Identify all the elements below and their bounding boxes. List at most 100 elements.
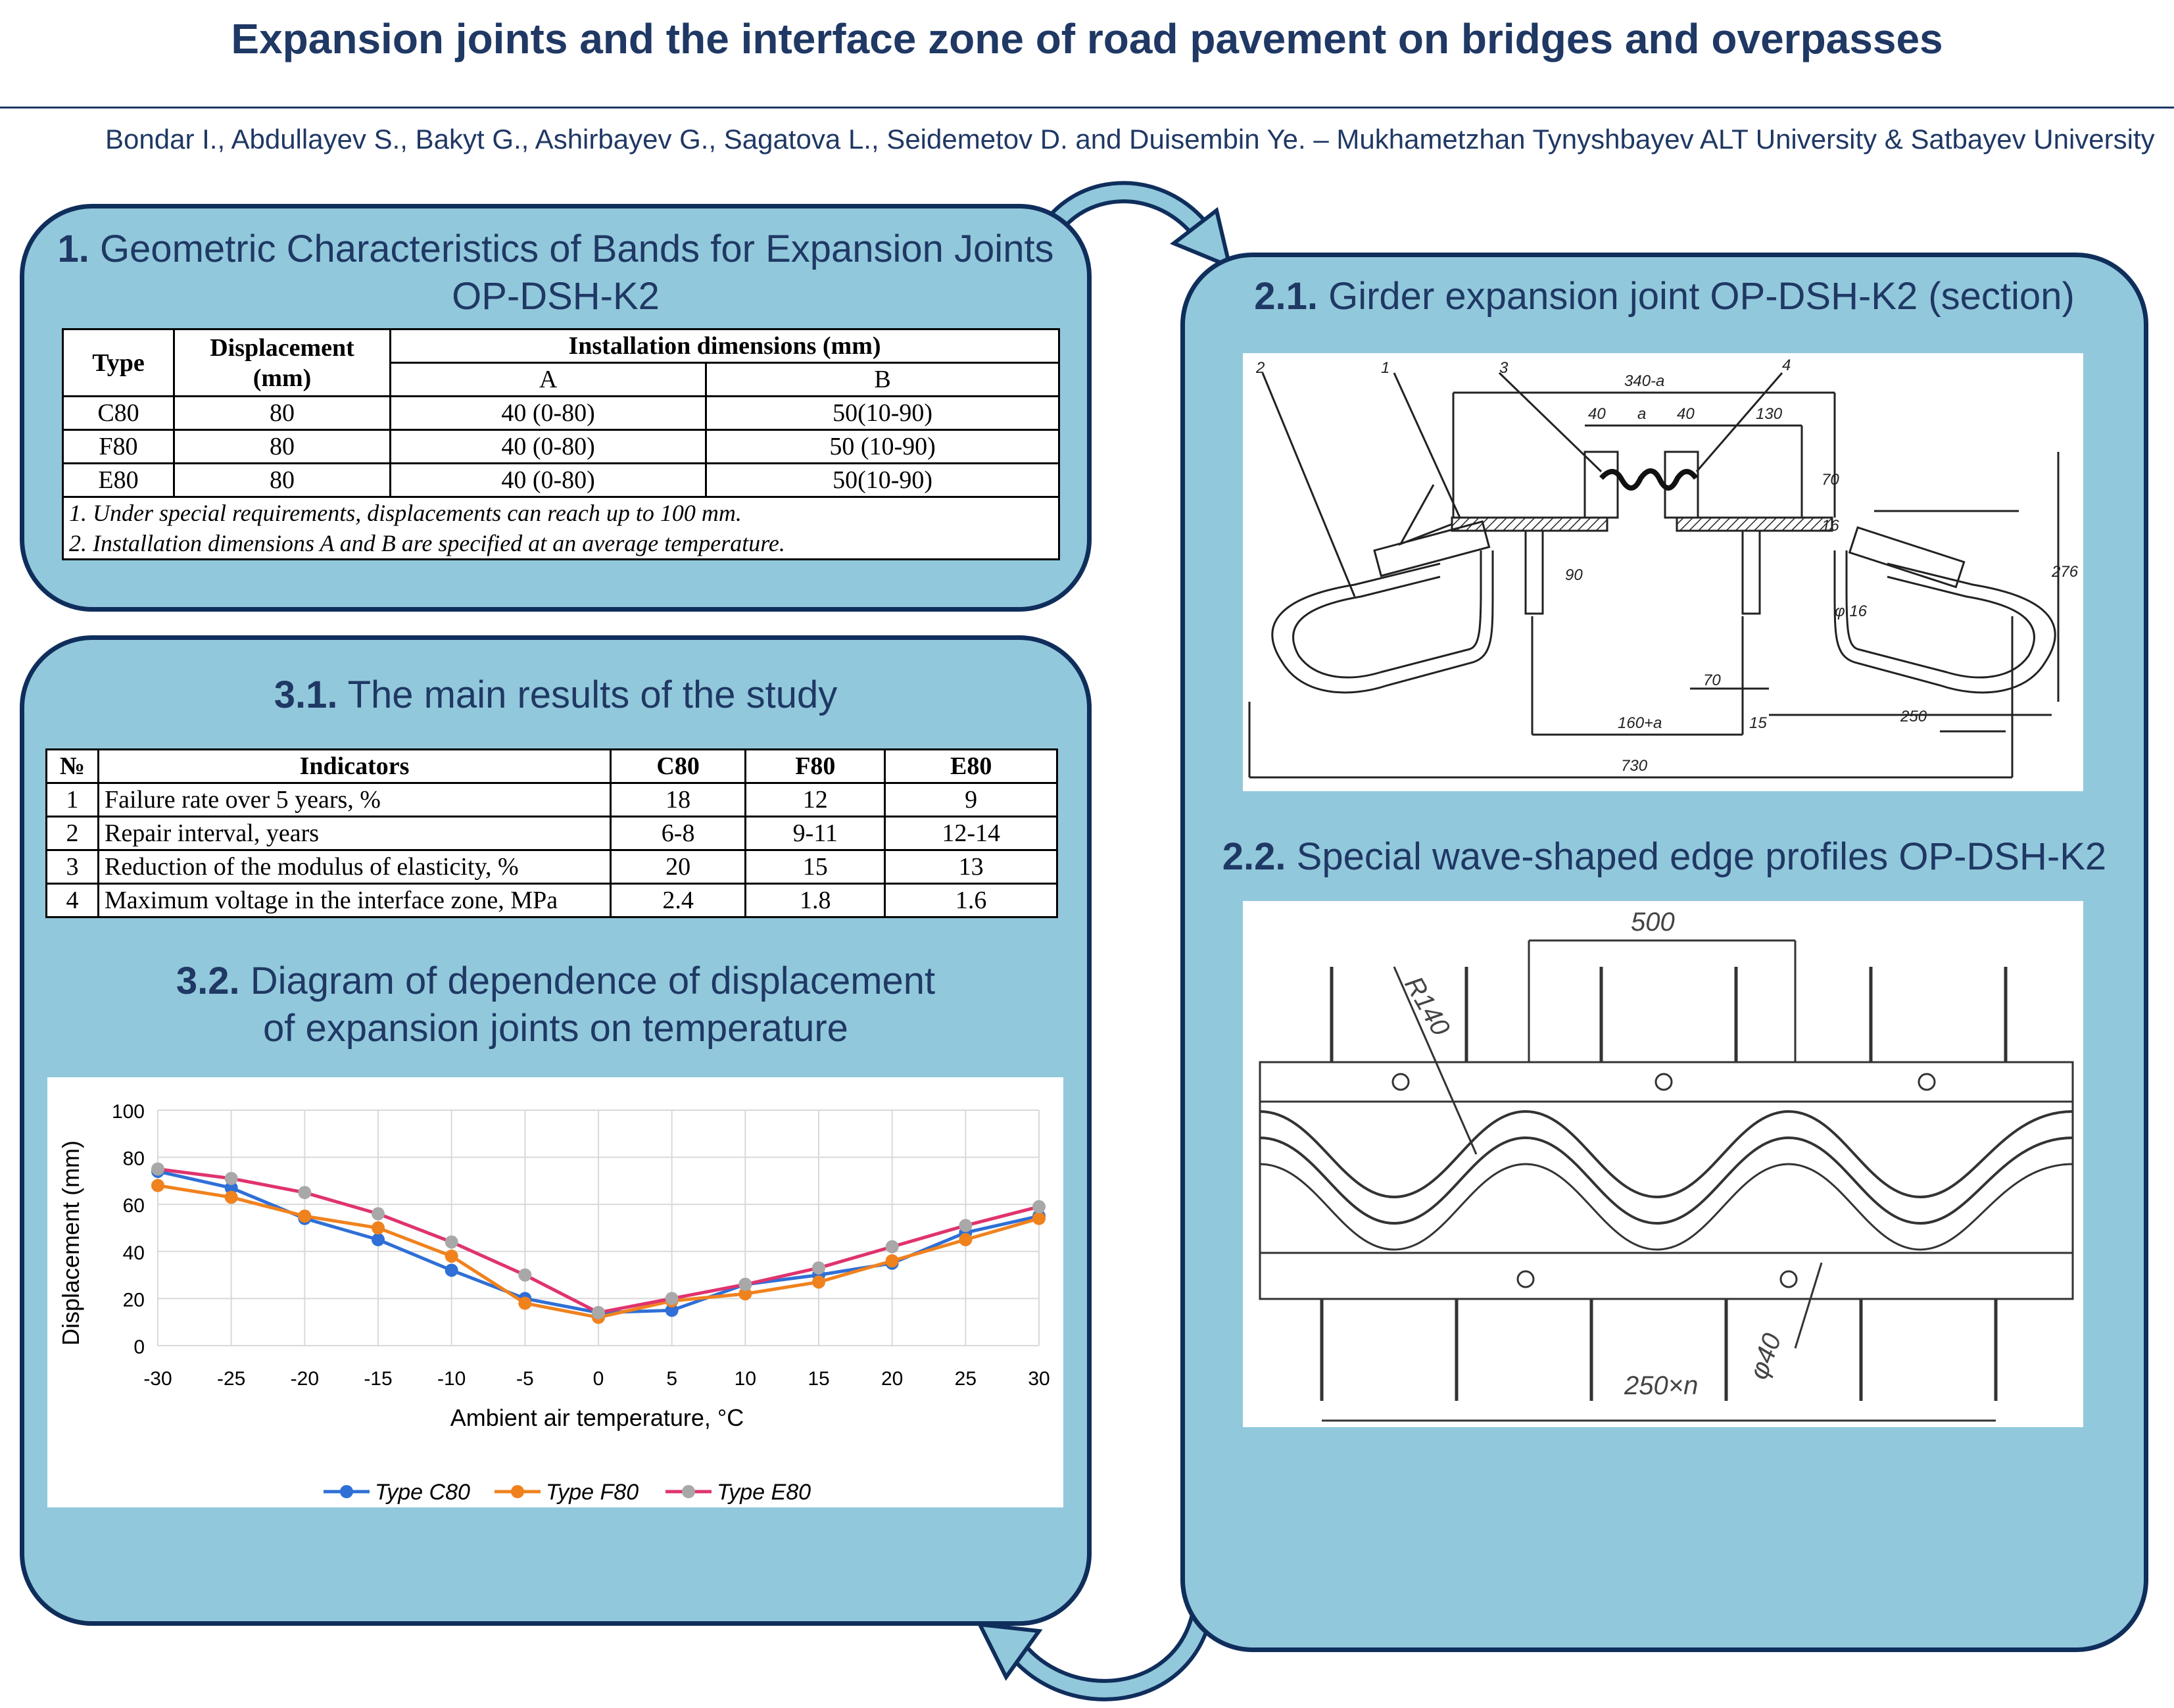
data-point bbox=[224, 1190, 238, 1204]
legend-swatch-marker bbox=[340, 1485, 353, 1498]
data-point bbox=[592, 1305, 605, 1319]
cell-b: 50 (10-90) bbox=[705, 429, 1060, 464]
x-tick-label: 10 bbox=[735, 1368, 756, 1390]
legend-entry: Type E80 bbox=[717, 1480, 811, 1505]
cell-indicator: Failure rate over 5 years, % bbox=[97, 782, 612, 817]
flow-arrow-bottom-icon bbox=[976, 1605, 1215, 1701]
data-point bbox=[812, 1261, 825, 1275]
cell-b: 50(10-90) bbox=[705, 395, 1060, 431]
chart-y-axis-label: Displacement (mm) bbox=[57, 1140, 84, 1346]
panel-geometric-characteristics: 1. Geometric Characteristics of Bands fo… bbox=[20, 204, 1092, 612]
x-tick-label: 20 bbox=[881, 1368, 903, 1390]
dim-16: 16 bbox=[1822, 517, 1839, 535]
section-number: 1. bbox=[57, 228, 89, 270]
cell-disp: 80 bbox=[173, 429, 391, 464]
cell-f80: 12 bbox=[744, 782, 886, 817]
cell-no: 2 bbox=[45, 816, 99, 851]
data-point bbox=[959, 1232, 973, 1246]
data-point bbox=[151, 1162, 164, 1176]
cell-a: 40 (0-80) bbox=[389, 429, 708, 464]
dim-500: 500 bbox=[1631, 908, 1675, 937]
y-tick-label: 80 bbox=[123, 1148, 145, 1170]
label-1: 1 bbox=[1381, 359, 1389, 377]
data-point bbox=[518, 1296, 532, 1310]
col-a: A bbox=[389, 362, 708, 397]
x-tick-label: -15 bbox=[364, 1368, 392, 1390]
dim-160-a: 160+a bbox=[1618, 714, 1662, 732]
table-notes: 1. Under special requirements, displacem… bbox=[62, 496, 1060, 560]
x-tick-label: 5 bbox=[666, 1368, 677, 1390]
data-point bbox=[665, 1304, 679, 1317]
panel-title: 3.1. The main results of the study bbox=[24, 671, 1087, 719]
col-b: B bbox=[705, 362, 1060, 397]
panel-title: 1. Geometric Characteristics of Bands fo… bbox=[24, 226, 1087, 320]
table-row: E80 80 40 (0-80) 50(10-90) bbox=[62, 462, 1060, 498]
y-tick-label: 60 bbox=[123, 1195, 145, 1217]
cell-e80: 13 bbox=[884, 849, 1058, 885]
cell-e80: 12-14 bbox=[884, 816, 1058, 851]
cell-c80: 2.4 bbox=[609, 883, 747, 918]
dim-40a: 40 bbox=[1588, 405, 1606, 423]
label-2: 2 bbox=[1255, 359, 1265, 377]
dim-phi16: φ 16 bbox=[1835, 602, 1868, 620]
section-number: 3.2. bbox=[176, 960, 240, 1002]
label-3: 3 bbox=[1499, 359, 1509, 377]
dim-730: 730 bbox=[1621, 757, 1648, 775]
data-point bbox=[885, 1254, 899, 1268]
cell-e80: 1.6 bbox=[884, 883, 1058, 918]
cell-disp: 80 bbox=[173, 395, 391, 431]
legend-entry: Type C80 bbox=[375, 1480, 470, 1505]
data-point bbox=[738, 1277, 752, 1291]
cell-disp: 80 bbox=[173, 462, 391, 498]
x-tick-label: 0 bbox=[593, 1368, 604, 1390]
cell-indicator: Repair interval, years bbox=[97, 816, 612, 851]
dim-90: 90 bbox=[1565, 566, 1583, 584]
cell-a: 40 (0-80) bbox=[389, 395, 708, 431]
x-tick-label: 15 bbox=[808, 1368, 829, 1390]
panel-title: 2.1. Girder expansion joint OP-DSH-K2 (s… bbox=[1185, 273, 2144, 320]
x-tick-label: 25 bbox=[955, 1368, 977, 1390]
dim-r140: R140 bbox=[1399, 972, 1455, 1041]
geometric-table: Type Displacement (mm) Installation dime… bbox=[62, 328, 1060, 560]
cell-indicator: Reduction of the modulus of elasticity, … bbox=[97, 849, 612, 885]
dim-340-a: 340-a bbox=[1624, 372, 1664, 390]
cell-type: C80 bbox=[62, 395, 175, 431]
data-point bbox=[298, 1186, 312, 1200]
table-row: 4 Maximum voltage in the interface zone,… bbox=[45, 883, 1058, 918]
chart-x-axis-label: Ambient air temperature, °C bbox=[450, 1404, 744, 1431]
col-type: Type bbox=[62, 328, 175, 397]
section-title: Diagram of dependence of displacement bbox=[250, 960, 936, 1002]
col-indicators: Indicators bbox=[97, 748, 612, 784]
dim-phi40: φ40 bbox=[1744, 1330, 1787, 1383]
section-number: 2.2. bbox=[1222, 835, 1286, 878]
col-installation: Installation dimensions (mm) bbox=[389, 328, 1060, 364]
cell-no: 3 bbox=[45, 849, 99, 885]
cell-indicator: Maximum voltage in the interface zone, M… bbox=[97, 883, 612, 918]
chart-series-layer bbox=[151, 1162, 1046, 1325]
dim-40b: 40 bbox=[1677, 405, 1695, 423]
section-number: 3.1. bbox=[274, 673, 338, 716]
col-f80: F80 bbox=[744, 748, 886, 784]
girder-section-svg: 2 1 3 4 340-a 40 a 40 130 70 16 90 276 φ… bbox=[1248, 356, 2079, 779]
cell-type: F80 bbox=[62, 429, 175, 464]
title-divider bbox=[0, 107, 2174, 109]
authors-line: Bondar I., Abdullayev S., Bakyt G., Ashi… bbox=[105, 124, 2155, 155]
cell-f80: 9-11 bbox=[744, 816, 886, 851]
chart-panel-title: 3.2. Diagram of dependence of displaceme… bbox=[24, 958, 1087, 1052]
cell-e80: 9 bbox=[884, 782, 1058, 817]
data-point bbox=[372, 1221, 385, 1234]
dim-250xn: 250×n bbox=[1624, 1371, 1698, 1400]
y-tick-label: 40 bbox=[123, 1242, 145, 1264]
section-title-line2: OP-DSH-K2 bbox=[452, 275, 660, 318]
col-c80: C80 bbox=[609, 748, 747, 784]
dim-130: 130 bbox=[1756, 405, 1783, 423]
data-point bbox=[738, 1287, 752, 1301]
cell-c80: 18 bbox=[609, 782, 747, 817]
data-point bbox=[885, 1240, 899, 1254]
legend-swatch-marker bbox=[511, 1485, 524, 1498]
y-tick-label: 20 bbox=[123, 1289, 145, 1311]
